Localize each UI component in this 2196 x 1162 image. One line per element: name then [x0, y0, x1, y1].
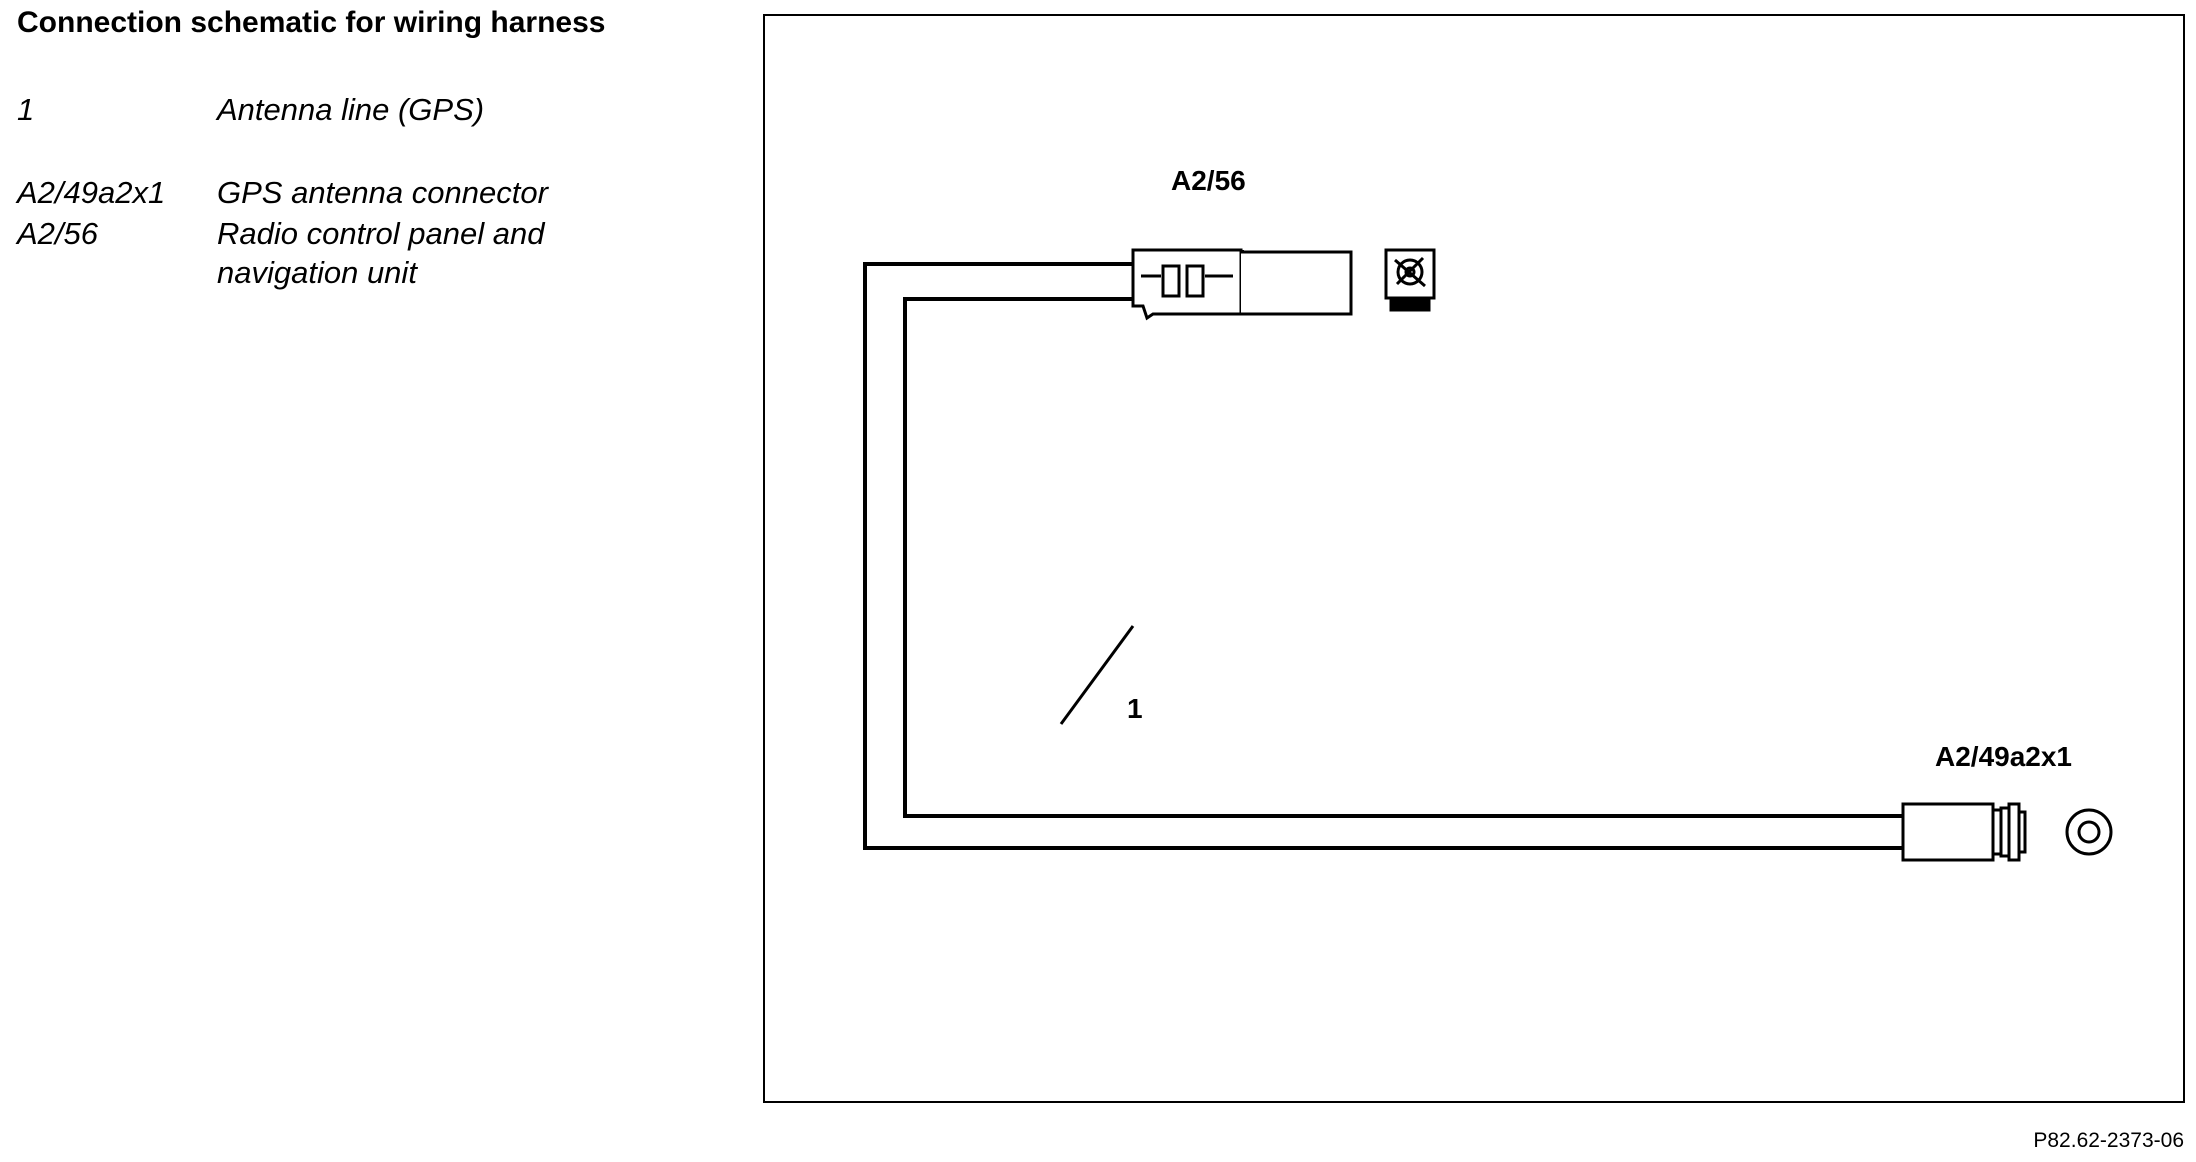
legend-description-line2: navigation unit [217, 255, 417, 290]
a2-56-connector [1131, 248, 1353, 321]
antenna-cable-inner [903, 297, 1903, 818]
a2-49a2x1-socket-icon [2065, 808, 2113, 856]
legend-description: Antenna line (GPS) [217, 92, 485, 127]
figure-number: P82.62-2373-06 [2033, 1129, 2184, 1152]
legend-description: Radio control panel and [217, 216, 545, 251]
legend-code: A2/49a2x1 [17, 175, 166, 210]
diagram-frame [763, 14, 2185, 1103]
a2-49a2x1-connector [1901, 802, 2027, 862]
legend-code: A2/56 [17, 216, 99, 251]
label-line-1: 1 [1127, 693, 1143, 724]
label-a2-56: A2/56 [1171, 165, 1246, 196]
antenna-cable-outer [863, 262, 1903, 850]
legend-code: 1 [17, 92, 35, 127]
label-a2-49a2x1: A2/49a2x1 [1935, 741, 2072, 772]
wiring-schematic: A2/56 A2/49a2x1 1 [863, 165, 2113, 862]
leader-line-1 [1059, 625, 1135, 725]
page-title: Connection schematic for wiring harness [17, 6, 606, 39]
legend-description: GPS antenna connector [217, 175, 548, 210]
a2-56-socket-icon [1384, 248, 1436, 312]
